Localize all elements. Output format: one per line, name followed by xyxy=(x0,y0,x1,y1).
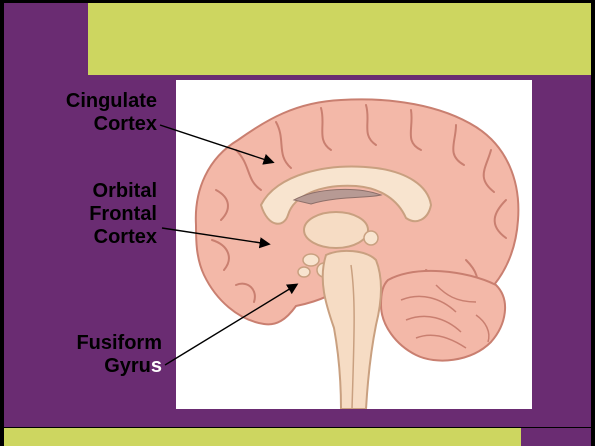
pointer-fusiform xyxy=(165,285,296,365)
pointer-cingulate xyxy=(160,125,272,162)
pointer-orbital xyxy=(162,228,268,244)
